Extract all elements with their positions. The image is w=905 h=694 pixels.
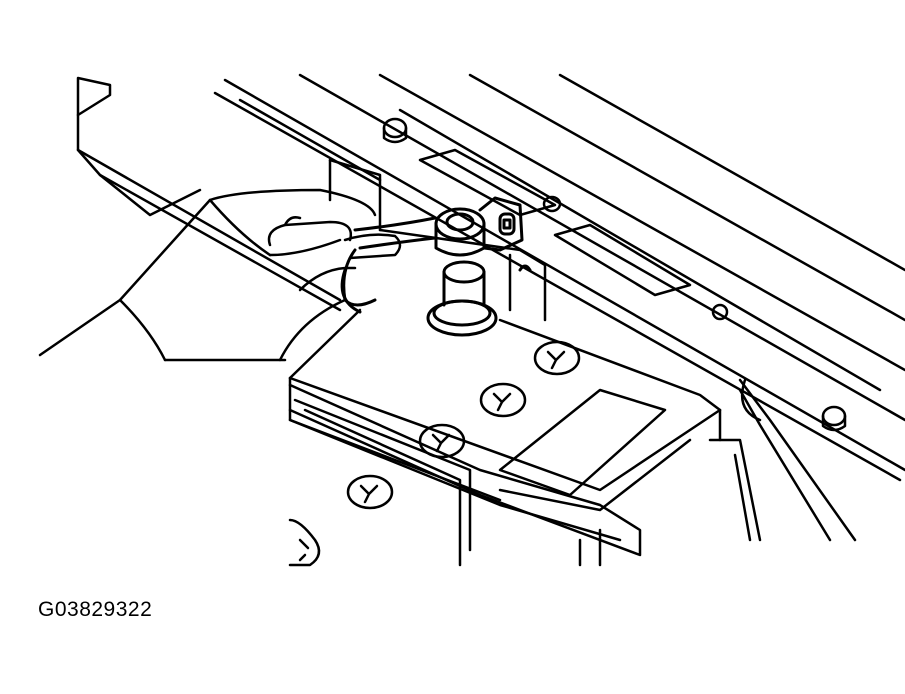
- battery-cable: [340, 216, 437, 314]
- battery-hold-down: [288, 383, 642, 567]
- battery-negative-post: [426, 260, 532, 337]
- battery-cell-caps: [288, 340, 581, 567]
- side-strut: [708, 378, 857, 542]
- frame-slots: [418, 148, 692, 297]
- terminal-clamp: [434, 196, 524, 257]
- body-frame-rails: [213, 73, 905, 482]
- battery-label-panel: [498, 388, 667, 497]
- figure-id-label: G03829322: [38, 598, 153, 621]
- battery-tray-bracket: [76, 76, 547, 322]
- frame-studs: [382, 117, 847, 432]
